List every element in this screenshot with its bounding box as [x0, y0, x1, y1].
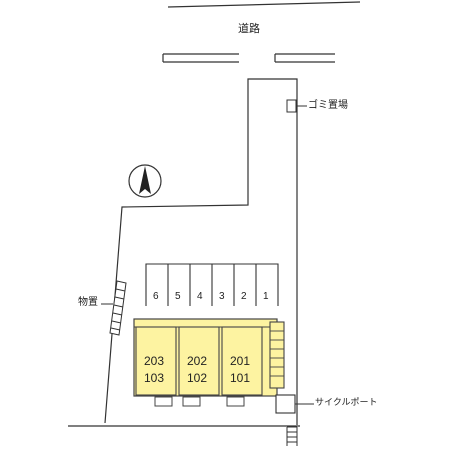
- parking-space-number: 2: [241, 291, 247, 302]
- road-label: 道路: [238, 22, 260, 35]
- parking-space-number: 5: [175, 291, 181, 302]
- bicycle-port-label: サイクルポート: [315, 398, 378, 408]
- parking-space-number: 3: [219, 291, 225, 302]
- road-marking-left: [162, 53, 239, 63]
- parking-space-number: 6: [153, 291, 159, 302]
- road-edge-line: [167, 1, 361, 8]
- unit-upper-number: 201: [230, 354, 251, 368]
- road-marking-right: [274, 53, 335, 63]
- unit-lower-number: 101: [230, 371, 251, 385]
- storage-shed: [109, 280, 127, 336]
- garbage-area: [286, 99, 297, 113]
- unit-upper-number: 202: [187, 354, 208, 368]
- unit-lower-number: 103: [144, 371, 165, 385]
- unit-lower-number: 102: [187, 371, 208, 385]
- parking-lot: [145, 263, 279, 306]
- unit-upper-number: 203: [144, 354, 165, 368]
- property-boundary: [104, 78, 298, 425]
- garbage-area-label: ゴミ置場: [308, 100, 348, 111]
- north-arrow-icon: [128, 164, 162, 198]
- storage-label: 物置: [78, 297, 98, 308]
- bicycle-port: [275, 394, 296, 414]
- parking-space-number: 4: [197, 291, 203, 302]
- parking-space-number: 1: [263, 291, 269, 302]
- entrance-steps: [286, 426, 298, 446]
- apartment-building: [133, 318, 285, 407]
